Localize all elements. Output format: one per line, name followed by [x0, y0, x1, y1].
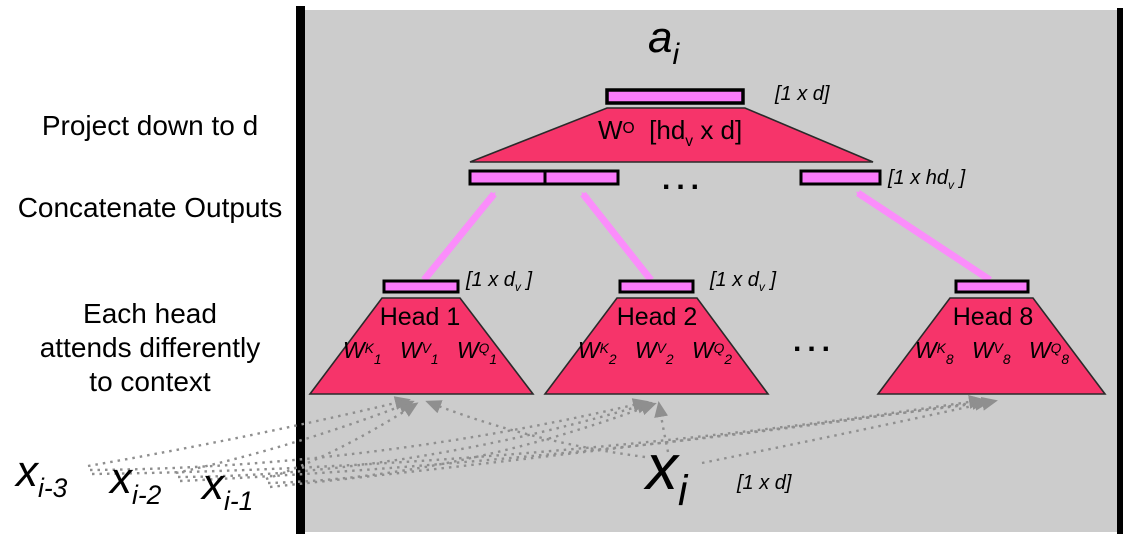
head8-wq: WQ8 — [1028, 337, 1070, 367]
head1-wv: WV1 — [399, 337, 439, 367]
input-label-xi: xi — [646, 431, 688, 515]
head1-weights: WK1 WV1 WQ1 — [305, 337, 535, 367]
head1-wk: WK1 — [342, 337, 382, 367]
concat-vector-2 — [543, 169, 620, 186]
concat-ellipsis: ... — [662, 163, 706, 196]
frame-bar-right — [1117, 8, 1123, 534]
connection-xi1-head2 — [267, 401, 657, 485]
connection-xi-head1 — [425, 400, 646, 459]
wo-base: W — [598, 115, 623, 145]
head2-dim-subscript: v — [758, 280, 765, 295]
head1-dim-close: ] — [520, 269, 533, 291]
head1-dim-subscript: v — [514, 280, 521, 295]
concat-dim-open: [1 x hd — [888, 167, 949, 189]
concat-vector-1 — [468, 169, 547, 186]
concat-vector-8 — [799, 169, 882, 186]
head2-wv: WV2 — [634, 337, 674, 367]
head1-trapezoid — [308, 297, 535, 395]
concat-dim-subscript: v — [948, 178, 955, 193]
head2-wq: WQ2 — [691, 337, 733, 367]
heads-ellipsis: ... — [793, 325, 837, 358]
context-connections — [87, 395, 998, 489]
wo-dim-subscript: v — [685, 132, 694, 150]
output-label-base: a — [648, 13, 673, 62]
head8-trapezoid — [876, 297, 1107, 395]
connection-xi2-head1 — [175, 400, 415, 475]
input-label-xi-1: xi-1 — [202, 460, 254, 517]
output-label-subscript: i — [672, 37, 680, 71]
head2-dim-label: [1 x dv ] — [710, 269, 777, 295]
wo-projection-trapezoid — [469, 107, 874, 163]
head1-title: Head 1 — [379, 303, 461, 331]
wo-matrix-label: WO [hdv x d] — [598, 115, 743, 149]
output-label-ai: ai — [648, 13, 679, 70]
concat-dim-label: [1 x hdv ] — [888, 167, 966, 193]
head1-dim-open: [1 x d — [466, 269, 515, 291]
head2-dim-close: ] — [764, 269, 777, 291]
connection-xi2-head2 — [177, 400, 653, 479]
head2-wk: WK2 — [577, 337, 617, 367]
input-label-xi-3: xi-3 — [16, 447, 68, 504]
annotation-each-head: Each head attends differently to context — [0, 297, 300, 399]
frame-bar-left — [296, 6, 305, 534]
head2-title: Head 2 — [616, 303, 698, 331]
arrow-head8-concat — [855, 190, 992, 283]
head8-title: Head 8 — [952, 303, 1034, 331]
output-vector — [605, 88, 745, 105]
head2-dim-open: [1 x d — [710, 269, 759, 291]
annotation-each-head-line1: Each head — [83, 298, 217, 329]
connection-xi3-head2 — [89, 398, 649, 472]
annotation-project-down: Project down to d — [41, 110, 259, 141]
output-dim-label: [1 x d] — [775, 83, 830, 105]
head1-output-vector — [382, 279, 460, 294]
connection-xi-head8 — [701, 396, 998, 465]
head2-output-vector — [618, 279, 695, 294]
arrow-head1-concat — [421, 191, 497, 283]
wo-dim-open: [hd — [649, 115, 686, 145]
head8-weights: WK8 WV8 WQ8 — [877, 337, 1107, 367]
connection-xi1-head1 — [265, 402, 419, 481]
head2-trapezoid — [543, 297, 770, 395]
head2-weights: WK2 WV2 WQ2 — [540, 337, 770, 367]
head8-output-vector — [954, 279, 1030, 294]
head8-wk: WK8 — [914, 337, 954, 367]
annotation-each-head-line3: to context — [89, 366, 211, 397]
wo-dim-close: x d] — [693, 115, 743, 145]
input-label-xi-2: xi-2 — [110, 454, 162, 511]
annotation-each-head-line2: attends differently — [39, 332, 261, 363]
connection-xi-head2 — [654, 401, 670, 453]
head1-dim-label: [1 x dv ] — [466, 269, 533, 295]
head1-wq: WQ1 — [456, 337, 498, 367]
annotation-concatenate-outputs: Concatenate Outputs — [17, 192, 283, 223]
arrow-head2-concat — [580, 191, 654, 283]
concat-dim-close: ] — [954, 167, 966, 189]
wo-superscript: O — [622, 120, 635, 138]
head8-wv: WV8 — [971, 337, 1011, 367]
input-dim-label: [1 x d] — [737, 472, 792, 494]
concat-arrows — [421, 190, 992, 283]
